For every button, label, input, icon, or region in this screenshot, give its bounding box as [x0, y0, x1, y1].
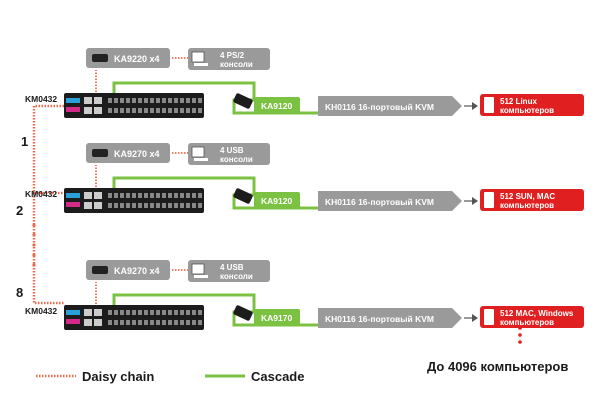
adapter-box: KA9270 x4: [86, 260, 170, 280]
ka-label: KA9170: [261, 313, 292, 323]
switch-label: KM0432: [25, 94, 57, 104]
kvm-label: KH0116 16-портовый KVM: [325, 314, 434, 324]
console-label-line2: консоли: [220, 60, 253, 69]
legend: Daisy chain Cascade: [36, 369, 304, 384]
km0432-switch: KM0432: [25, 305, 204, 330]
kvm-label: KH0116 16-портовый KVM: [325, 102, 434, 112]
console-label-line1: 4 PS/2: [220, 51, 245, 60]
target-label-line1: 512 Linux: [500, 97, 537, 106]
target-label-line1: 512 MAC, Windows: [500, 309, 574, 318]
km0432-switch: KM0432: [25, 188, 204, 213]
target-label-line1: 512 SUN, MAC: [500, 192, 555, 201]
console-label-line1: 4 USB: [220, 146, 244, 155]
kvm-box: KH0116 16-портовый KVM: [318, 191, 478, 211]
adapter-label: KA9220 x4: [114, 54, 160, 64]
switch-label: KM0432: [25, 189, 57, 199]
chain-number-1: 1: [21, 134, 28, 149]
ka-label: KA9120: [261, 101, 292, 111]
legend-cascade: Cascade: [205, 369, 304, 384]
console-label-line2: консоли: [220, 272, 253, 281]
console-label-line2: консоли: [220, 155, 253, 164]
km0432-switch: KM0432: [25, 93, 204, 118]
kvm-box: KH0116 16-портовый KVM: [318, 96, 478, 116]
ka-adapter: KA9170: [233, 305, 300, 326]
switch-label: KM0432: [25, 306, 57, 316]
legend-daisy-label: Daisy chain: [82, 369, 154, 384]
ka-adapter: KA9120: [233, 188, 300, 209]
kvm-label: KH0116 16-портовый KVM: [325, 197, 434, 207]
ka-adapter: KA9120: [233, 93, 300, 114]
kvm-box: KH0116 16-портовый KVM: [318, 308, 478, 328]
adapter-label: KA9270 x4: [114, 149, 160, 159]
legend-cascade-label: Cascade: [251, 369, 304, 384]
target-label-line2: компьютеров: [500, 201, 554, 210]
continuation-dots: [518, 326, 522, 344]
chain-number-2: 2: [16, 203, 23, 218]
adapter-label: KA9270 x4: [114, 266, 160, 276]
console-label-line1: 4 USB: [220, 263, 244, 272]
target-label-line2: компьютеров: [500, 106, 554, 115]
chain-number-8: 8: [16, 285, 23, 300]
total-computers-label: До 4096 компьютеров: [427, 359, 568, 374]
target-label-line2: компьютеров: [500, 318, 554, 327]
adapter-box: KA9270 x4: [86, 143, 170, 163]
legend-daisy-chain: Daisy chain: [36, 369, 154, 384]
adapter-box: KA9220 x4: [86, 48, 170, 68]
ka-label: KA9120: [261, 196, 292, 206]
daisy-chain-layer: [32, 104, 64, 305]
daisy-chain-trunk: [32, 104, 64, 305]
